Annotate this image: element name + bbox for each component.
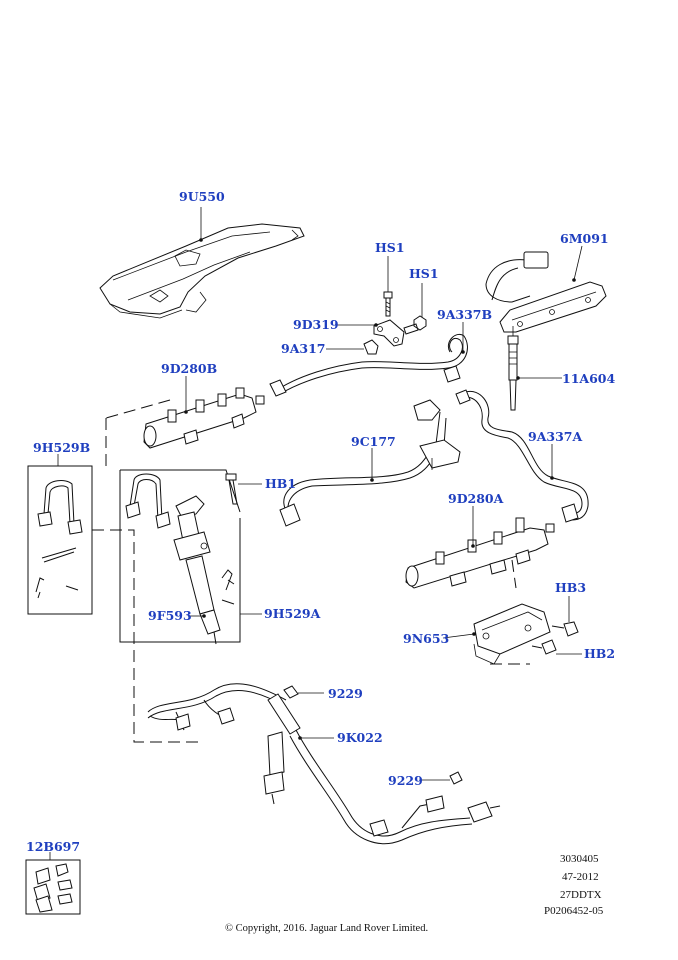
bolt-hs1-a-part <box>383 256 393 317</box>
return-pipe-9c177-part <box>279 399 461 527</box>
bolt-hs1-b-part <box>403 283 427 335</box>
label-9f593[interactable]: 9F593 <box>148 608 192 623</box>
label-9h529b[interactable]: 9H529B <box>33 440 90 455</box>
dashed-guide-lines <box>92 399 530 743</box>
label-9229-a[interactable]: 9229 <box>328 686 363 701</box>
fittings-kit-12b697-part <box>25 859 81 915</box>
label-hb1[interactable]: HB1 <box>265 476 296 491</box>
label-6m091[interactable]: 6M091 <box>560 231 609 246</box>
label-9d319[interactable]: 9D319 <box>293 317 339 332</box>
reference-line-1: 3030405 <box>560 853 599 865</box>
fuel-rail-9d280a-part <box>405 517 555 589</box>
rail-bracket-9n653-part <box>473 603 551 665</box>
label-9a337b[interactable]: 9A337B <box>437 307 492 322</box>
reference-line-4: P0206452-05 <box>544 905 604 917</box>
copyright-text: © Copyright, 2016. Jaguar Land Rover Lim… <box>225 923 428 934</box>
engine-cover-part <box>99 223 305 319</box>
injector-kit-9h529b-part <box>27 465 93 615</box>
label-hs1-a[interactable]: HS1 <box>375 240 405 255</box>
label-9229-b[interactable]: 9229 <box>388 773 423 788</box>
label-9d280a[interactable]: 9D280A <box>448 491 504 506</box>
pipe-9a337a-part <box>455 389 589 523</box>
label-9a317[interactable]: 9A317 <box>281 341 326 356</box>
glow-plug-11a604-part <box>507 326 519 411</box>
label-9a337a[interactable]: 9A337A <box>528 429 582 444</box>
label-hb2[interactable]: HB2 <box>584 646 615 661</box>
bolt-hb2-part <box>531 639 557 655</box>
bracket-9d319-part <box>373 319 405 347</box>
label-hb3[interactable]: HB3 <box>555 580 586 595</box>
clip-9229-b-part <box>449 771 463 785</box>
label-12b697[interactable]: 12B697 <box>26 839 80 854</box>
label-9k022[interactable]: 9K022 <box>337 730 383 745</box>
reference-line-2: 47-2012 <box>562 871 599 883</box>
reference-line-3: 27DDTX <box>560 889 602 901</box>
bolt-hb3-part <box>551 621 579 637</box>
leak-off-hose-9k022-part <box>147 683 501 845</box>
label-9n653[interactable]: 9N653 <box>403 631 449 646</box>
label-9c177[interactable]: 9C177 <box>351 434 396 449</box>
injector-9f593-part <box>173 495 221 645</box>
label-9h529a[interactable]: 9H529A <box>264 606 321 621</box>
label-11a604[interactable]: 11A604 <box>562 371 615 386</box>
fuel-rail-9d280b-part <box>143 387 265 449</box>
clip-9a317-part <box>363 339 379 355</box>
sensor-lead-6m091-part <box>485 251 607 333</box>
label-9u550[interactable]: 9U550 <box>179 189 225 204</box>
bolt-hb1-part <box>225 473 238 505</box>
injector-set-9h529a-part <box>119 469 241 643</box>
label-hs1-b[interactable]: HS1 <box>409 266 439 281</box>
clip-9229-a-part <box>283 685 299 699</box>
pipe-9a337b-part <box>269 334 468 397</box>
label-9d280b[interactable]: 9D280B <box>161 361 217 376</box>
